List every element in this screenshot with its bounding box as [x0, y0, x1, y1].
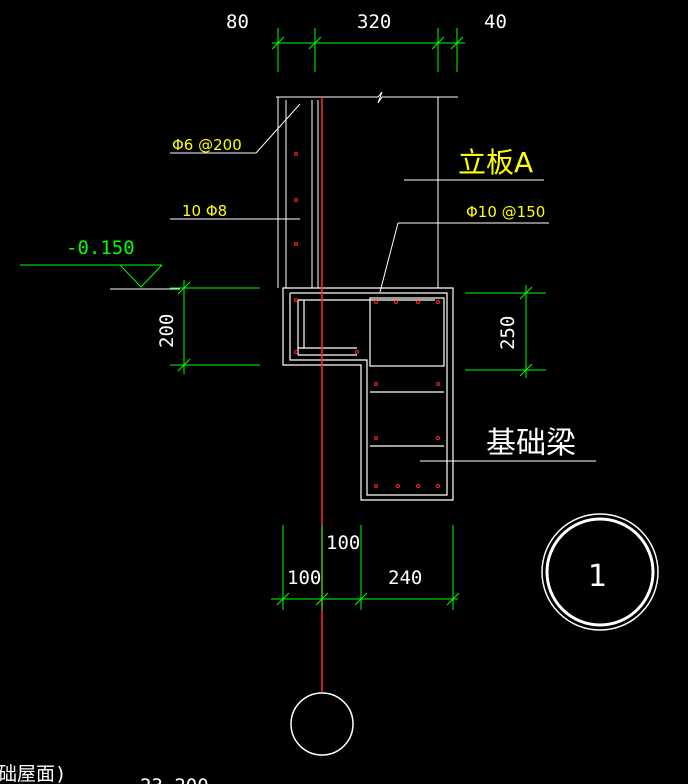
section-number: 1 [588, 559, 607, 594]
axis-bubble [290, 692, 354, 756]
elevation-mark [20, 264, 163, 288]
section-symbol [541, 513, 659, 631]
bottom-dim-100-upper: 100 [326, 532, 360, 554]
right-vertical-dimension [465, 285, 546, 378]
bottom-dim-240: 240 [388, 567, 422, 589]
top-dim-80: 80 [226, 11, 249, 33]
stirrup-wall-label: Φ6 @200 [172, 136, 242, 154]
wall-outline [276, 91, 458, 288]
panel-name-label: 立板A [458, 146, 533, 179]
right-dim-250: 250 [497, 316, 519, 350]
top-dimension-line [271, 28, 465, 72]
rebar-dots [294, 152, 440, 488]
stirrup-beam-label: Φ10 @150 [466, 203, 545, 221]
top-dim-320: 320 [357, 11, 391, 33]
foundation-beam-outline [282, 287, 454, 501]
rebar-wall-label: 10 Φ8 [182, 202, 227, 220]
leader-lines [110, 103, 596, 462]
left-dim-200: 200 [156, 314, 178, 348]
bottom-dimension-line [271, 525, 460, 610]
partial-bottom-center-text: 23.200 [140, 775, 209, 784]
top-dim-40: 40 [484, 11, 507, 33]
elevation-label: -0.150 [66, 237, 135, 259]
bottom-dim-100: 100 [287, 567, 321, 589]
left-vertical-dimension [170, 280, 260, 374]
beam-name-label: 基础梁 [486, 426, 576, 461]
partial-bottom-left-text: 础屋面) [0, 763, 66, 784]
